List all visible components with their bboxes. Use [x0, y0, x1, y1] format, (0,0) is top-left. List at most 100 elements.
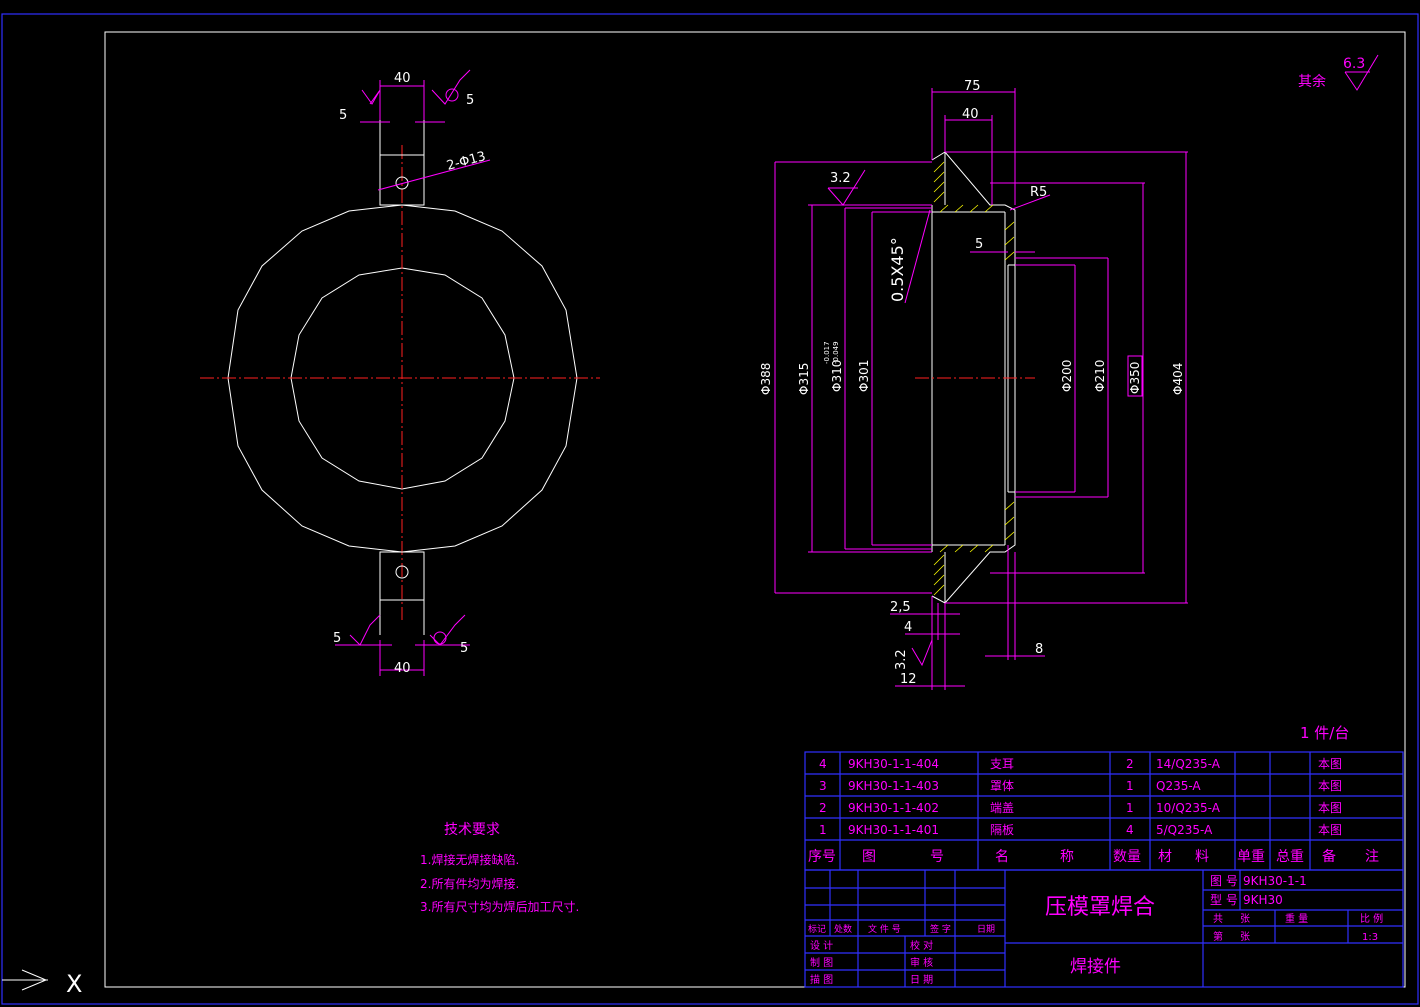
dim-d310-tol-upper: -0.017	[823, 341, 831, 364]
bom-table	[804, 751, 1404, 871]
count-label: 处数	[834, 923, 852, 935]
design-label: 设 计	[810, 939, 833, 952]
bom-name: 端盖	[990, 801, 1014, 815]
check-label: 校 对	[910, 939, 933, 952]
dim-holes: 2-Φ13	[445, 149, 487, 174]
bom-header-total-weight: 总重	[1276, 849, 1304, 865]
bom-qty: 4	[1126, 823, 1134, 837]
dim-ear-width-bot: 40	[394, 661, 411, 676]
dim-d310: Φ310	[830, 360, 844, 392]
tech-title: 技术要求	[444, 822, 500, 838]
weld-size-top-left: 5	[339, 108, 347, 123]
bom-name: 罩体	[990, 779, 1014, 793]
sheet-no-label: 第	[1213, 930, 1223, 943]
front-view	[200, 69, 600, 676]
scale-value: 1:3	[1362, 932, 1378, 943]
ucs-x-label: X	[66, 970, 82, 998]
dim-width-75: 75	[964, 79, 981, 94]
bom-qty: 1	[1126, 779, 1134, 793]
rest-roughness-label: 其余	[1298, 73, 1326, 90]
bom-code: 9KH30-1-1-403	[848, 779, 939, 793]
sheet-no-suffix: 张	[1240, 931, 1250, 943]
dim-d301: Φ301	[857, 360, 871, 392]
title-block-text: 压模罩焊合 焊接件 图 号 9KH30-1-1 型 号 9KH30 标记 处数 …	[808, 874, 1383, 986]
bom-header-qty: 数量	[1113, 849, 1141, 865]
roughness-bottom: 3.2	[894, 649, 909, 670]
part-type: 焊接件	[1070, 957, 1121, 977]
bom-qty: 1	[1126, 801, 1134, 815]
bom-header-unit-weight: 单重	[1237, 849, 1265, 865]
rest-roughness-value: 6.3	[1343, 56, 1365, 72]
sheets-label: 张	[1240, 913, 1250, 925]
bom-material: 10/Q235-A	[1156, 801, 1221, 815]
bom-header-name-1: 名	[995, 849, 1009, 865]
bom-note: 本图	[1318, 823, 1342, 837]
quantity-note: 1 件/台	[1300, 724, 1349, 742]
bom-rows: 4 9KH30-1-1-404 支耳 2 14/Q235-A 本图 3 9KH3…	[808, 757, 1379, 865]
dim-ear-width-top: 40	[394, 71, 411, 86]
bom-note: 本图	[1318, 779, 1342, 793]
dim-chamfer: 0.5X45°	[888, 237, 907, 302]
bom-header-code-1: 图	[862, 849, 876, 865]
model-value: 9KH30	[1243, 893, 1283, 907]
bom-header-name-2: 称	[1060, 849, 1074, 865]
weld-size-top-right: 5	[466, 93, 474, 108]
inner-frame	[104, 31, 1406, 988]
sign-label: 签 字	[930, 923, 951, 935]
dim-d404: Φ404	[1171, 363, 1185, 395]
date-label: 日期	[977, 924, 995, 935]
review-label: 审 核	[910, 956, 933, 969]
bom-note: 本图	[1318, 801, 1342, 815]
dim-d200: Φ200	[1060, 360, 1074, 392]
drawing-no-label: 图 号	[1210, 874, 1238, 888]
dim-fillet: R5	[1030, 185, 1047, 200]
bom-header-material-2: 料	[1195, 849, 1209, 865]
bom-code: 9KH30-1-1-404	[848, 757, 939, 771]
outer-frame	[1, 13, 1419, 1005]
dim-4: 4	[904, 620, 912, 635]
bom-no: 2	[819, 801, 827, 815]
bom-no: 3	[819, 779, 827, 793]
trace-label: 描 图	[810, 973, 833, 986]
dim-d310-tol-lower: -0.049	[832, 341, 840, 364]
doc-label: 文 件 号	[868, 923, 901, 935]
tech-item-2: 2.所有件均为焊接.	[420, 876, 519, 891]
part-name: 压模罩焊合	[1045, 895, 1155, 920]
dim-d315: Φ315	[797, 363, 811, 395]
dim-width-40: 40	[962, 107, 979, 122]
bom-header-remark-1: 备	[1322, 848, 1336, 865]
dim-d210: Φ210	[1093, 360, 1107, 392]
bom-no: 1	[819, 823, 827, 837]
bom-code: 9KH30-1-1-401	[848, 823, 939, 837]
draw-label: 制 图	[810, 956, 833, 969]
bom-no: 4	[819, 757, 827, 771]
bom-name: 支耳	[990, 757, 1014, 771]
tech-item-1: 1.焊接无焊接缺陷.	[420, 852, 519, 867]
dim-d388: Φ388	[759, 363, 773, 395]
bom-note: 本图	[1318, 757, 1342, 771]
scale-label: 比 例	[1360, 912, 1383, 925]
dim-2-5: 2,5	[890, 600, 911, 615]
weight-label: 重 量	[1285, 912, 1308, 925]
weld-size-bot-left: 5	[333, 631, 341, 646]
tech-item-3: 3.所有尺寸均为焊后加工尺寸.	[420, 899, 579, 914]
dim-d350: Φ350	[1128, 362, 1142, 394]
bom-qty: 2	[1126, 757, 1134, 771]
bom-header-remark-2: 注	[1365, 849, 1379, 865]
dim-8: 8	[1035, 642, 1043, 657]
bom-material: Q235-A	[1156, 779, 1201, 793]
drawing-no: 9KH30-1-1	[1243, 874, 1307, 888]
bom-material: 14/Q235-A	[1156, 757, 1221, 771]
bom-header-material-1: 材	[1158, 849, 1172, 865]
weld-size-bot-right: 5	[460, 641, 468, 656]
model-label: 型 号	[1210, 893, 1238, 907]
roughness-3-2: 3.2	[830, 171, 851, 186]
bom-code: 9KH30-1-1-402	[848, 801, 939, 815]
bom-name: 隔板	[990, 823, 1014, 837]
section-view	[774, 54, 1379, 690]
dim-step-5: 5	[975, 237, 983, 252]
total-sheets-label: 共	[1213, 913, 1223, 925]
approve-label: 日 期	[910, 974, 933, 986]
mark-label: 标记	[808, 923, 826, 935]
